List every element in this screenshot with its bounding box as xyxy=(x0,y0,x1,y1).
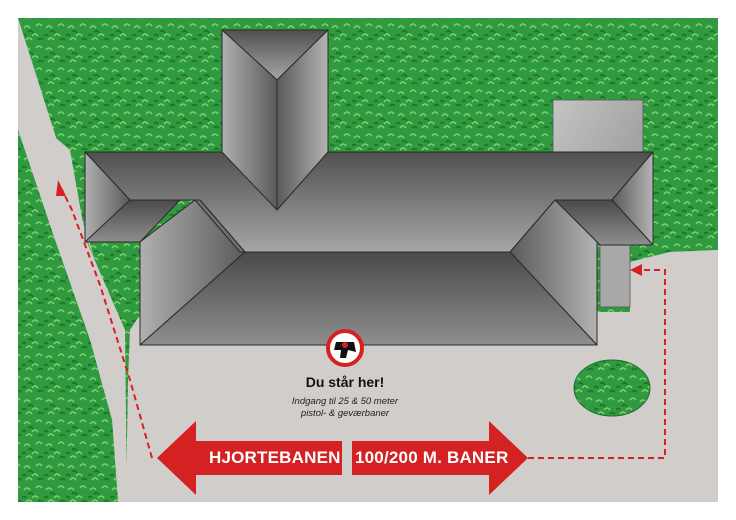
right-arrow-icon xyxy=(352,421,528,495)
clubhouse-roof xyxy=(84,29,654,346)
club-logo-icon xyxy=(326,329,364,367)
walk-path-left xyxy=(61,189,153,459)
left-arrow-icon xyxy=(157,421,342,495)
rifle-range-label: 100/200 M. BANER xyxy=(355,448,509,467)
you-are-here-label: Du står her! xyxy=(305,374,385,390)
left-path xyxy=(18,106,127,502)
hjortebanen-label: HJORTEBANEN xyxy=(209,448,341,467)
bush xyxy=(573,359,651,417)
walk-path-right xyxy=(528,269,666,459)
entrance-description: Indgang til 25 & 50 meter pistol- & gevæ… xyxy=(250,396,440,420)
entrance-line-1: Indgang til 25 & 50 meter xyxy=(291,396,399,407)
entrance-line-2: pistol- & geværbaner xyxy=(300,408,390,419)
